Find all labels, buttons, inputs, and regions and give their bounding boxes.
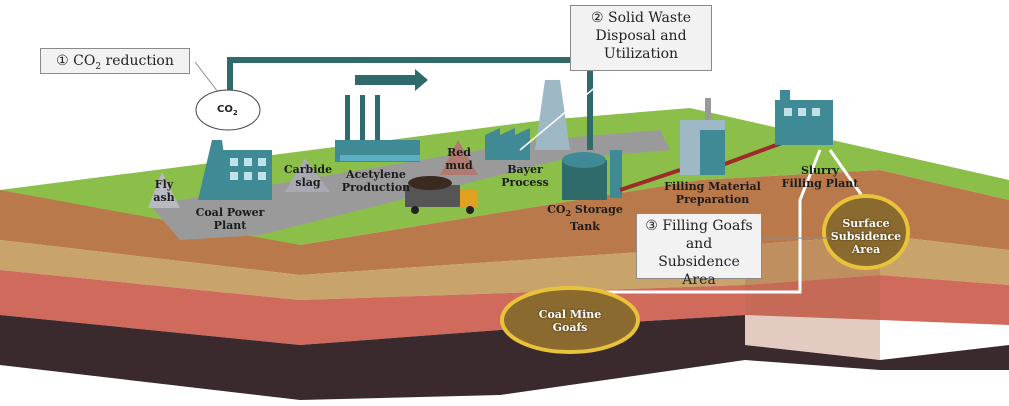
fly-ash-pile-icon	[148, 172, 180, 208]
label-red-mud: Red mud	[440, 146, 478, 172]
label-filling-material: Filling Material Preparation	[660, 180, 765, 206]
step-cut	[745, 235, 880, 360]
label-sub: 2	[565, 208, 572, 219]
callout-number: ②	[590, 10, 604, 26]
label-line: Area	[851, 243, 881, 256]
red-mud-pile-icon	[440, 140, 478, 175]
callout-text: CO	[73, 53, 96, 69]
label-line: slag	[295, 176, 321, 189]
slurry-pipe	[595, 149, 822, 294]
label-fly-ash: Fly ash	[148, 178, 180, 204]
label-line: Tank	[570, 220, 600, 234]
co2-cloud-icon	[195, 89, 261, 131]
label-line: Production	[341, 181, 411, 194]
callout-filling-goafs: ③ Filling Goafs and Subsidence Area	[636, 213, 762, 288]
label-coal-power-plant: Coal Power Plant	[185, 206, 275, 232]
label-line: Bayer	[507, 163, 543, 176]
truck-icon	[405, 185, 460, 207]
label-acetylene: Acetylene Production	[333, 168, 419, 194]
coal-mine-goafs-icon	[500, 286, 640, 354]
label-line: Red	[447, 146, 471, 159]
label-line: Goafs	[552, 321, 588, 334]
label-line: Slurry	[800, 164, 840, 177]
callout-number: ③	[645, 218, 658, 234]
label-slurry: Slurry Filling Plant	[780, 164, 860, 190]
surface-subsidence-area-icon	[822, 194, 910, 270]
label-text: Storage	[571, 203, 623, 216]
callout-solid-waste: ② Solid Waste Disposal and Utilization	[570, 5, 712, 71]
label-line: Process	[501, 176, 549, 189]
bedrock-layer	[0, 315, 1009, 400]
callout-line: Solid Waste	[608, 10, 692, 26]
callout-line: Utilization	[603, 46, 679, 62]
label-line: Filling Material	[664, 180, 761, 193]
co2-pipe	[227, 57, 593, 150]
conveyor-icon	[619, 168, 681, 192]
slurry-plant-icon	[775, 100, 833, 145]
label-line: Filling Plant	[781, 177, 859, 190]
callout-line: and Subsidence	[658, 236, 740, 270]
flow-arrow-icon	[355, 69, 428, 91]
callout-sub: 2	[95, 61, 102, 72]
label-line: Acetylene	[346, 168, 406, 181]
callout-co2-reduction: ① CO2 reduction	[40, 48, 190, 74]
cloud-sub: 2	[232, 109, 238, 117]
label-line: Surface	[842, 217, 890, 230]
label-line: Subsidence	[830, 230, 902, 243]
callout-tail: reduction	[101, 53, 174, 69]
label-line: Preparation	[675, 193, 750, 206]
carbide-slag-pile-icon	[285, 158, 330, 192]
label-text: CO	[547, 203, 566, 216]
label-line: Fly	[154, 178, 174, 191]
cloud-label: CO2	[217, 104, 238, 117]
label-line: mud	[445, 159, 473, 172]
cloud-text: CO	[217, 104, 233, 115]
label-bayer: Bayer Process	[495, 163, 555, 189]
label-line: ash	[153, 191, 175, 204]
soil-top-layer	[0, 170, 1009, 275]
callout-line: Disposal and	[595, 28, 687, 44]
label-line: Coal Power	[195, 206, 265, 219]
label-line: Plant	[213, 219, 247, 232]
slurry-pipe-surface	[828, 149, 867, 201]
bayer-cooling-tower-icon	[535, 80, 570, 150]
label-surface-subsidence: Surface Subsidence Area	[830, 217, 902, 256]
soil-red-layer	[0, 270, 1009, 345]
bayer-factory-icon	[485, 128, 530, 160]
label-line: Coal Mine	[538, 308, 602, 321]
callout-number: ①	[56, 53, 69, 69]
label-co2-storage: CO2 Storage Tank	[545, 203, 625, 233]
callout-line: Area	[682, 272, 716, 288]
label-coal-mine-goafs: Coal Mine Goafs	[525, 308, 615, 334]
callout-line: Filling Goafs	[662, 218, 753, 234]
label-carbide-slag: Carbide slag	[280, 163, 336, 189]
label-line: Carbide	[283, 163, 333, 176]
